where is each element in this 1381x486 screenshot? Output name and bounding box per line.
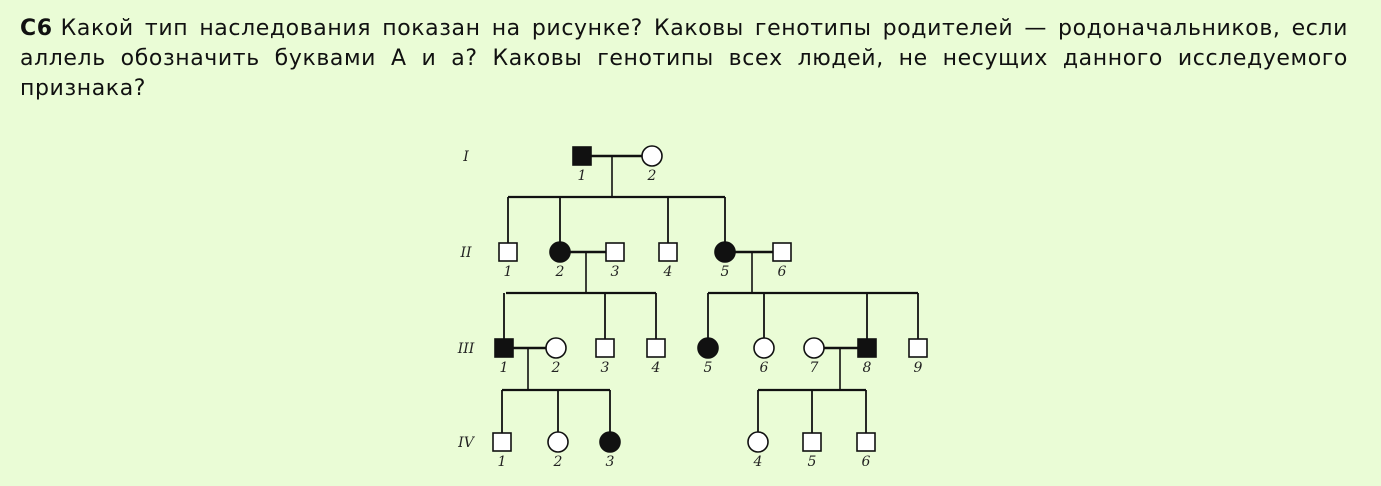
individual-label-III-1: 1 <box>500 360 509 376</box>
individual-label-III-9: 9 <box>914 360 923 376</box>
individual-III-5 <box>697 337 719 359</box>
individual-label-IV-2: 2 <box>553 454 563 470</box>
individual-label-IV-1: 1 <box>498 454 507 470</box>
individual-II-1 <box>498 242 518 262</box>
generation-label-3: III <box>457 341 475 357</box>
individual-III-4 <box>646 338 666 358</box>
individual-III-9 <box>908 338 928 358</box>
individual-label-II-2: 2 <box>555 264 565 280</box>
individual-label-III-4: 4 <box>651 360 661 376</box>
individual-label-III-5: 5 <box>704 360 713 376</box>
individual-II-2 <box>549 241 571 263</box>
individual-III-1 <box>494 338 514 358</box>
individual-label-IV-5: 5 <box>808 454 817 470</box>
individual-label-I-1: 1 <box>578 168 587 184</box>
individual-II-6 <box>772 242 792 262</box>
individual-label-II-4: 4 <box>663 264 673 280</box>
question-id: С6 <box>20 16 53 41</box>
generation-label-4: IV <box>457 435 476 451</box>
individual-label-III-6: 6 <box>760 360 769 376</box>
question-body: Какой тип наследования показан на рисунк… <box>20 16 1348 101</box>
individual-label-IV-4: 4 <box>753 454 763 470</box>
individual-IV-1 <box>492 432 512 452</box>
individual-label-IV-3: 3 <box>606 454 615 470</box>
individual-IV-3 <box>599 431 621 453</box>
individual-III-7 <box>803 337 825 359</box>
individual-label-II-5: 5 <box>721 264 730 280</box>
individual-label-IV-6: 6 <box>862 454 871 470</box>
generation-label-1: I <box>462 149 469 165</box>
individual-I-1 <box>572 146 592 166</box>
individual-label-II-1: 1 <box>504 264 513 280</box>
individual-label-III-8: 8 <box>863 360 872 376</box>
individual-III-6 <box>753 337 775 359</box>
individual-label-II-6: 6 <box>778 264 787 280</box>
individual-III-3 <box>595 338 615 358</box>
individual-label-III-3: 3 <box>601 360 610 376</box>
individual-label-II-3: 3 <box>611 264 620 280</box>
individual-IV-4 <box>747 431 769 453</box>
individual-III-2 <box>545 337 567 359</box>
individual-IV-6 <box>856 432 876 452</box>
individual-label-III-2: 2 <box>551 360 561 376</box>
individual-III-8 <box>857 338 877 358</box>
individual-II-5 <box>714 241 736 263</box>
individual-label-I-2: 2 <box>647 168 657 184</box>
individual-IV-2 <box>547 431 569 453</box>
individual-label-III-7: 7 <box>810 360 819 376</box>
individual-I-2 <box>641 145 663 167</box>
individual-II-3 <box>605 242 625 262</box>
individual-IV-5 <box>802 432 822 452</box>
generation-label-2: II <box>459 245 472 261</box>
individual-II-4 <box>658 242 678 262</box>
